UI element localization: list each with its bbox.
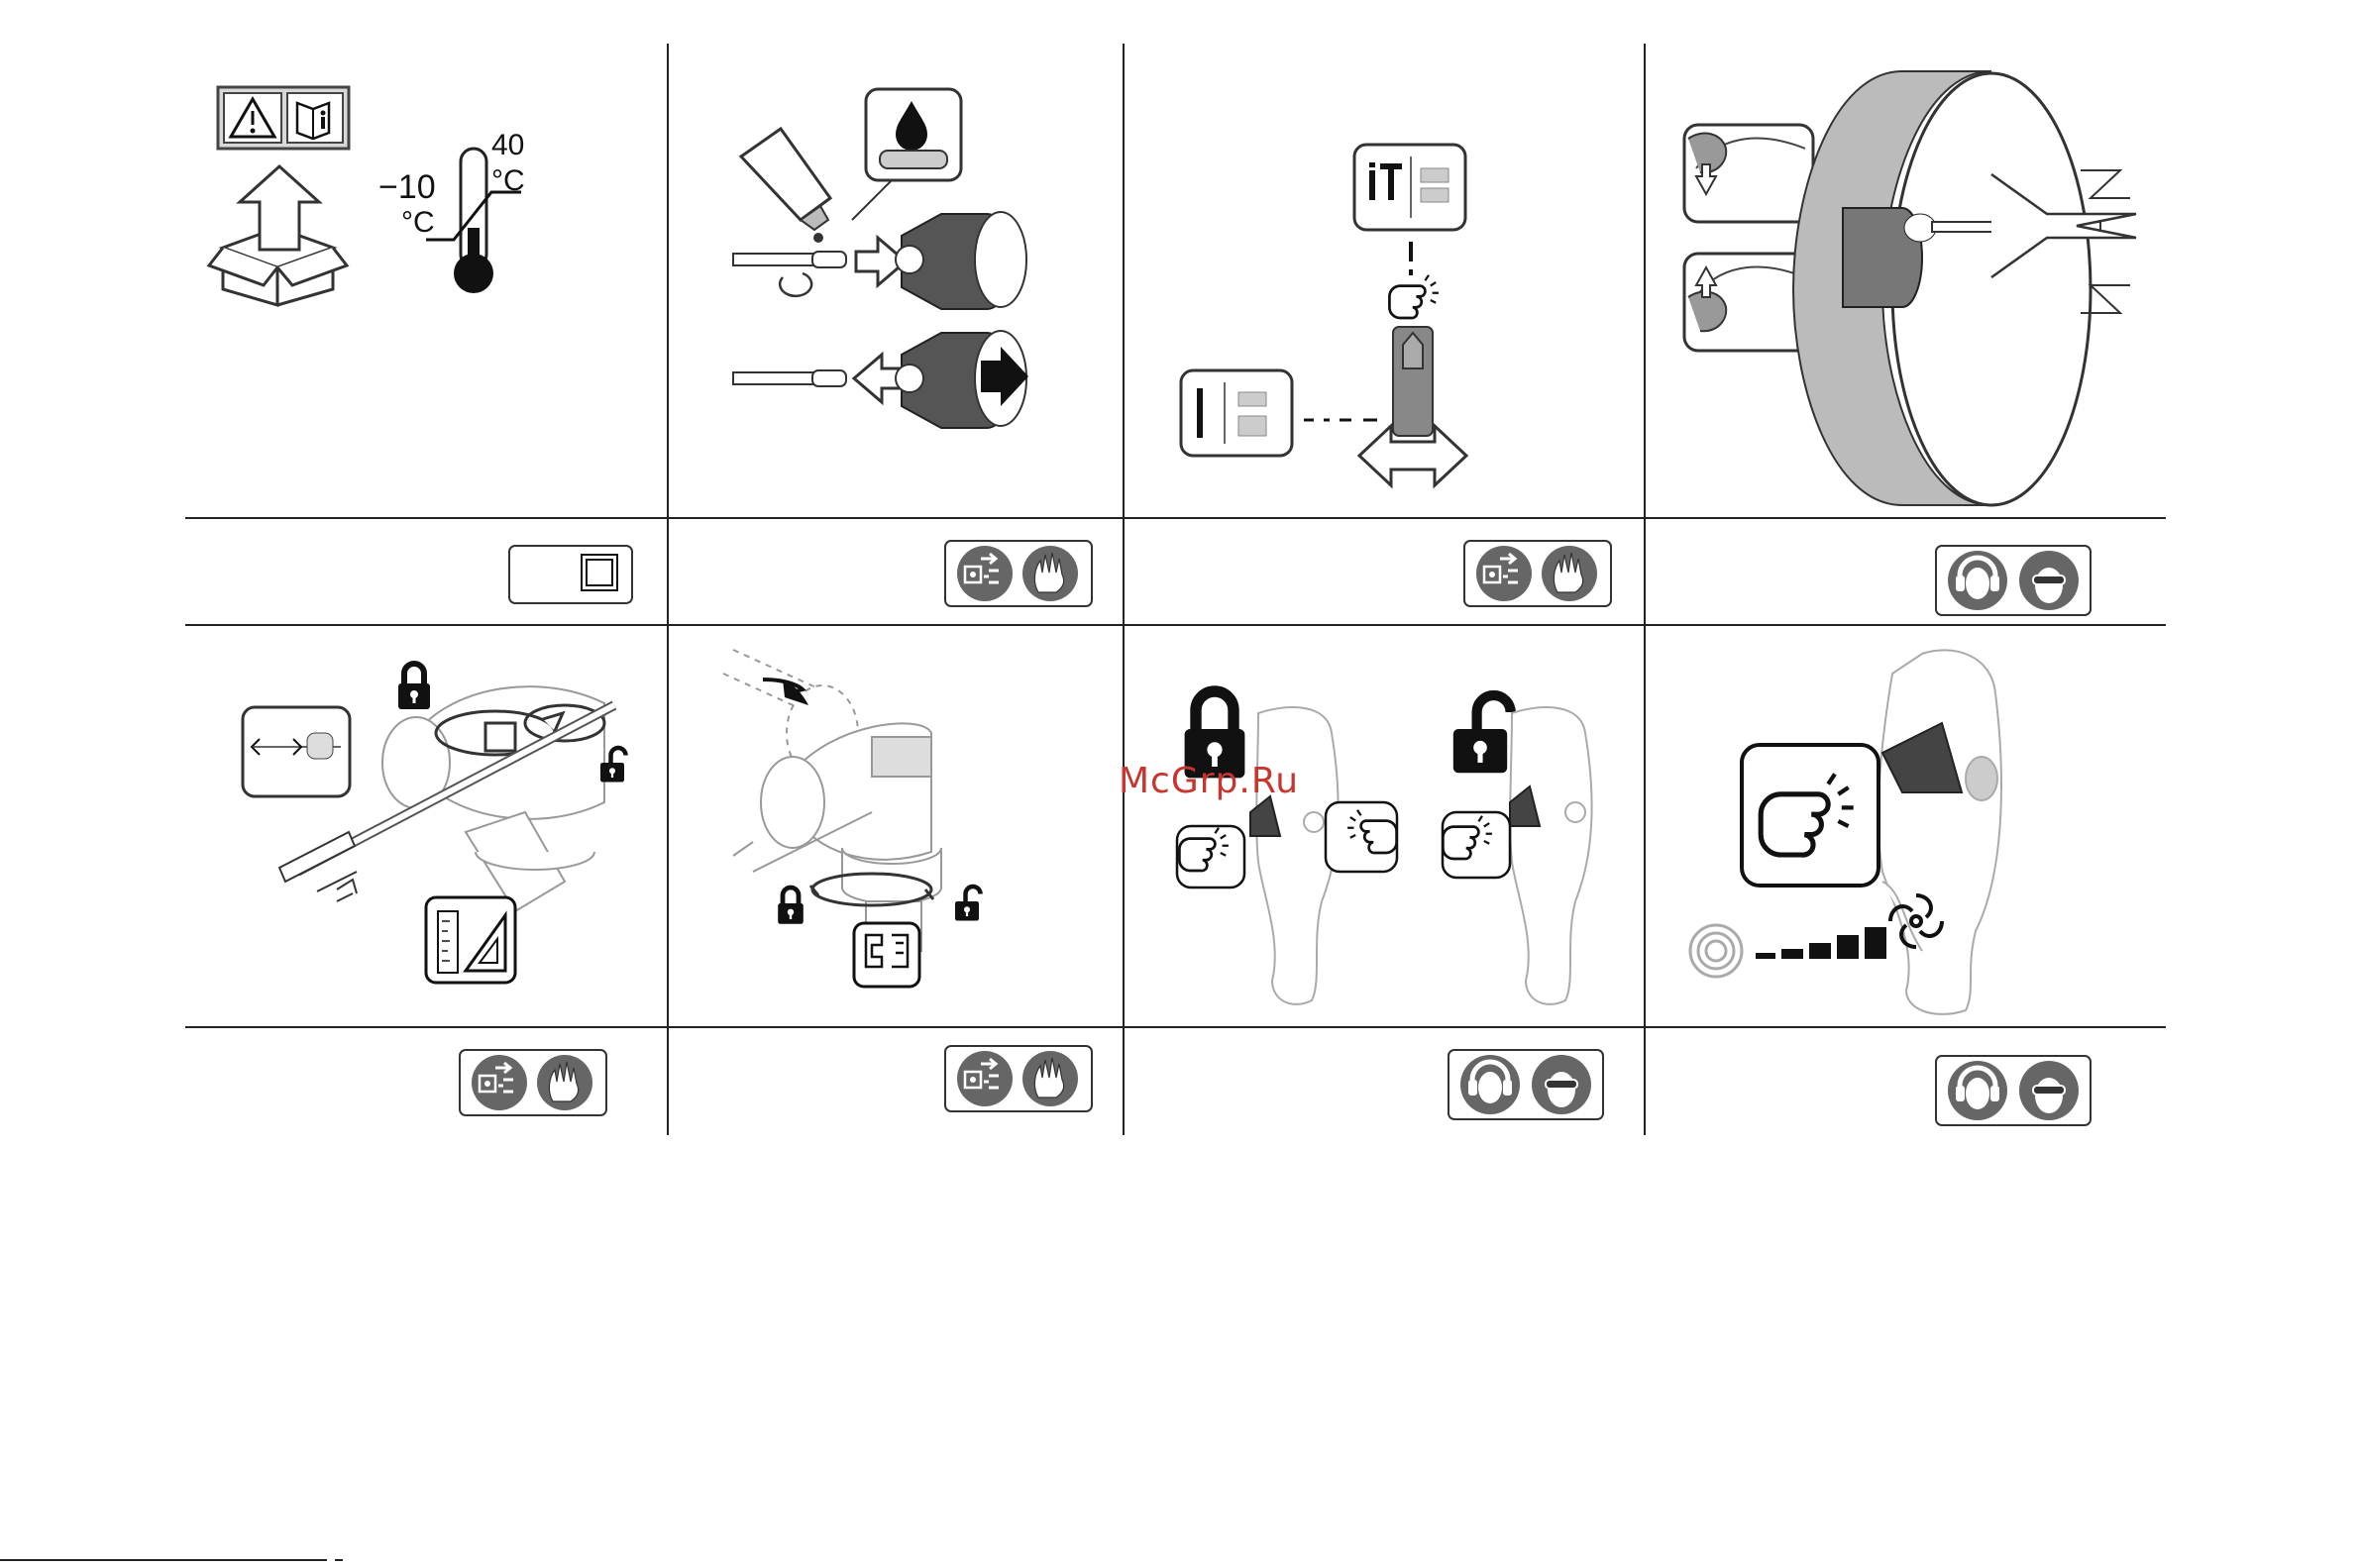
unplug-gloves-badge-4 [945,1046,1092,1111]
mode-selector-icon [1359,327,1466,485]
panel-trigger-lock [1177,691,1592,1004]
footer-rule [0,1559,327,1561]
grease-drop-icon [852,89,961,220]
drill-handle-large [1878,650,2001,1014]
unlock-icon-2 [955,887,981,921]
panel-depth-gauge [243,664,626,983]
depth-gauge-icon [243,707,350,796]
unplug-gloves-badge-3 [460,1050,606,1115]
lock-icon [398,664,430,709]
panel-mode-selector [1181,145,1466,485]
footer-mark [335,1559,343,1561]
unplug-gloves-badge-1 [945,541,1092,606]
set-square-icon [426,897,515,983]
trigger-press-icon-a [1177,826,1244,888]
unplug-gloves-badge-2 [1464,541,1611,606]
temp-min-value: −10 [378,168,436,206]
drill-handle-right [1510,707,1592,1004]
panel-insert-bit [733,89,1028,428]
drill-body-icon-2 [723,650,941,951]
panel-speed-control [1690,650,2001,1014]
drill-body-icon [382,686,604,911]
ear-eye-protection-badge-2 [1449,1050,1603,1119]
warning-manual-icon [218,87,349,149]
trigger-press-icon-c [1443,812,1510,878]
watermark: McGrp.Ru [1090,761,1328,820]
drilling-mode-icon [1181,370,1292,456]
temp-min-unit: °C [401,206,435,239]
ear-eye-protection-badge-3 [1936,1056,2091,1125]
grease-tube-icon [741,129,830,243]
badge-frame-switch [509,546,632,603]
temp-max-value: 40 [491,129,524,161]
drill-bit-icon [733,252,846,386]
switch-icon [1742,745,1878,886]
trigger-press-icon [1389,275,1439,318]
chuck-icon [896,212,1028,428]
side-handle-ring-icon [1793,71,2136,505]
temp-max-unit: °C [491,164,525,197]
unlock-icon-large [1453,695,1511,773]
box-unpack-icon [209,166,347,305]
ear-eye-protection-badge-1 [1936,546,2091,615]
lock-icon-2 [778,888,804,924]
panel-side-handle [1684,71,2136,505]
panel-storage: −10 °C 40 °C [209,87,525,305]
trigger-press-icon-b [1326,802,1397,872]
hammer-mode-icon [1354,145,1465,230]
panel-rotate-handle [723,650,981,987]
handle-adjust-icon [854,923,919,987]
